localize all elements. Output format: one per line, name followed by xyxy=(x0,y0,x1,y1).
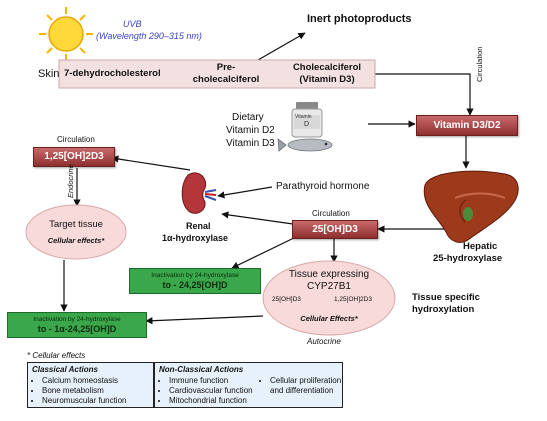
inert-photoproducts-label: Inert photoproducts xyxy=(307,13,412,25)
arrow-circulation-top xyxy=(370,73,474,116)
non-classical-actions-column-2: Cellular proliferation and differentiati… xyxy=(260,375,341,396)
left-circulation-label: Circulation xyxy=(57,135,95,144)
arrow-kidney-to-calcitriol xyxy=(111,155,191,171)
arrow-tissue-to-inactivation xyxy=(145,315,264,325)
uvb-label: UVB xyxy=(123,19,142,29)
non-classical-item: Immune function xyxy=(169,376,253,386)
non-classical-actions-title: Non-Classical Actions xyxy=(159,365,244,374)
skin-pathway-box xyxy=(58,59,376,89)
previtamin-label-1: Pre- xyxy=(216,62,236,73)
cyp27b1-label: CYP27B1 xyxy=(307,281,351,292)
reaction-product: 1,25[OH]2D3 xyxy=(334,296,372,303)
target-cellular-effects: Cellular effects* xyxy=(47,236,105,245)
classical-actions-column: Classical Actions Calcium homeostasis Bo… xyxy=(32,365,126,406)
reaction-substrate: 25[OH]D3 xyxy=(272,296,301,303)
classical-item: Calcium homeostasis xyxy=(42,376,126,386)
sun-icon xyxy=(39,7,93,61)
mid-circulation-label: Circulation xyxy=(312,209,350,218)
non-classical-actions-column: Non-Classical Actions Immune function Ca… xyxy=(159,365,253,406)
inactivation-1a-24-25-line2: to - 1α-24,25[OH]D xyxy=(37,324,117,334)
7-dehydrocholesterol-label: 7-dehydrocholesterol xyxy=(64,68,161,79)
autocrine-label: Autocrine xyxy=(307,337,341,346)
bottle-label: Vitamin xyxy=(295,114,312,120)
tissue-cellular-effects: Cellular Effects* xyxy=(300,314,358,323)
uvb-wavelength: (Wavelength 290–315 nm) xyxy=(96,31,202,41)
renal-1a-hydroxylase-label: 1α-hydroxylase xyxy=(162,233,229,243)
circulation-top-label: Circulation xyxy=(475,46,484,82)
calcidiol-box: 25[OH]D3 xyxy=(292,220,378,239)
classical-actions-panel: Classical Actions Calcium homeostasis Bo… xyxy=(27,362,154,408)
non-classical-item: Mitochondrial function xyxy=(169,396,253,406)
tissue-expressing-ellipse xyxy=(262,260,396,336)
arrow-to-inert-photoproducts xyxy=(257,32,306,61)
target-tissue-label: Target tissue xyxy=(49,219,103,230)
cholecalciferol-label: Cholecalciferol xyxy=(292,62,362,73)
bottle-letter: D xyxy=(304,121,310,128)
parathyroid-hormone-label: Parathyroid hormone xyxy=(276,181,370,192)
vitamin-d3-label: (Vitamin D3) xyxy=(299,74,355,85)
target-tissue-ellipse xyxy=(25,204,127,260)
footnote-label: * Cellular effects xyxy=(27,351,86,360)
calcitriol-box: 1,25[OH]2D3 xyxy=(33,147,115,167)
inactivation-24-25-line2: to - 24,25[OH]D xyxy=(162,280,228,290)
inactivation-1a-24-25-line1: Inactivation by 24-hydroxylase xyxy=(33,316,121,323)
vitamin-bottle-icon xyxy=(291,102,323,138)
arrow-calcidiol-to-inactivation xyxy=(231,235,299,269)
arrow-pth xyxy=(217,186,273,199)
classical-actions-title: Classical Actions xyxy=(32,365,98,374)
inactivation-1a-24-25-box: Inactivation by 24-hydroxylase to - 1α-2… xyxy=(7,312,147,338)
dietary-vitamin-d2: Vitamin D2 xyxy=(226,125,275,136)
classical-item: Neuromuscular function xyxy=(42,396,126,406)
non-classical-actions-panel: Non-Classical Actions Immune function Ca… xyxy=(154,362,343,408)
dietary-vitamin-d3: Vitamin D3 xyxy=(226,138,275,149)
tissue-specific-label-1: Tissue specific xyxy=(412,292,480,303)
skin-label: Skin xyxy=(38,68,60,80)
dietary-label: Dietary xyxy=(232,112,264,123)
vitamin-d3-d2-box: Vitamin D3/D2 xyxy=(416,115,518,136)
renal-label: Renal xyxy=(186,221,211,231)
tissue-expressing-label: Tissue expressing xyxy=(288,269,370,280)
non-classical-item-continuation: and differentiation xyxy=(270,386,334,395)
arrow-calcidiol-to-kidney xyxy=(221,211,294,225)
liver-icon xyxy=(423,170,519,243)
non-classical-item: Cellular proliferation xyxy=(270,376,341,386)
tissue-specific-label-2: hydroxylation xyxy=(412,304,475,315)
classical-item: Bone metabolism xyxy=(42,386,126,396)
endocrine-label: Endocrine xyxy=(66,164,75,198)
hepatic-label: Hepatic xyxy=(463,241,498,252)
non-classical-item: Cardiovascular function xyxy=(169,386,253,396)
kidney-icon xyxy=(181,172,217,214)
inactivation-24-25-box: Inactivation by 24-hydroxylase to - 24,2… xyxy=(129,268,261,294)
previtamin-label-2: cholecalciferol xyxy=(192,74,260,85)
inactivation-24-25-line1: Inactivation by 24-hydroxylase xyxy=(151,272,239,279)
hepatic-25-hydroxylase-label: 25-hydroxylase xyxy=(433,253,503,264)
fish-icon xyxy=(277,138,333,152)
